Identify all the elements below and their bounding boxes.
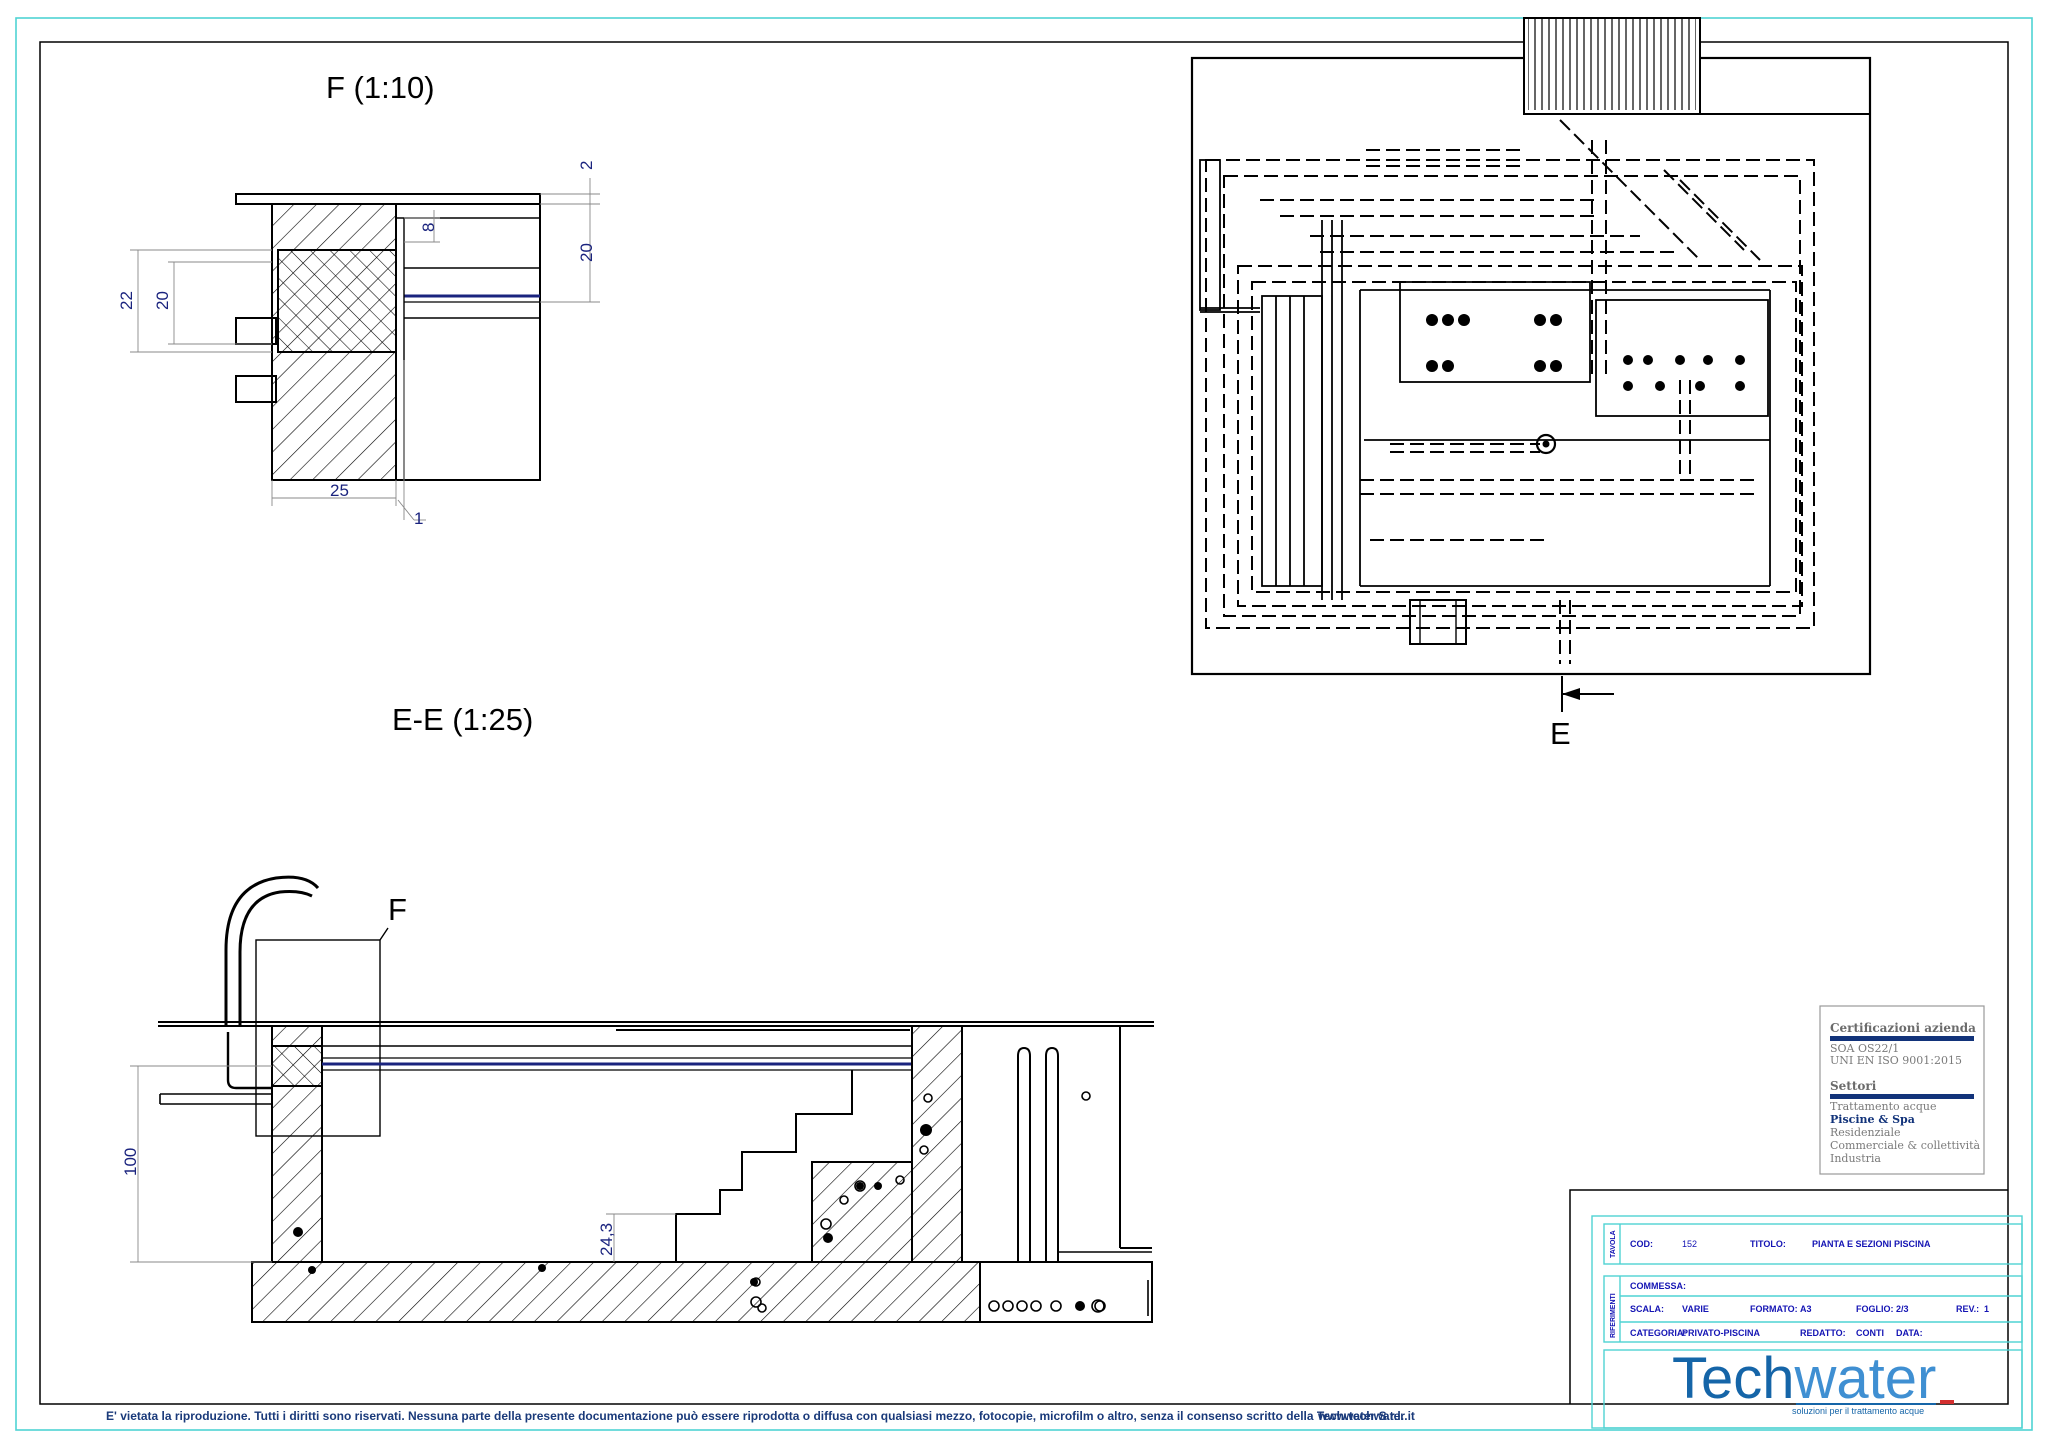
cert-item-soa: SOA OS22/1	[1830, 1042, 1899, 1055]
brand-logo: Techwater	[1672, 1346, 1936, 1411]
detail-f-view: F (1:10)	[117, 70, 600, 528]
tb-scala-value: VARIE	[1682, 1304, 1709, 1314]
section-marker-e: E	[1550, 716, 1571, 751]
sectors-heading: Settori	[1830, 1079, 1877, 1093]
tb-categoria-label: CATEGORIA:	[1630, 1328, 1686, 1338]
detail-f-callout: F	[388, 892, 407, 927]
tb-data-label: DATA:	[1896, 1328, 1923, 1338]
cert-item-iso: UNI EN ISO 9001:2015	[1830, 1054, 1962, 1067]
plan-view	[1190, 17, 1872, 712]
tb-side-top: TAVOLA	[1610, 1230, 1617, 1258]
tb-cod-label: COD:	[1630, 1239, 1653, 1249]
detail-f-title: F (1:10)	[326, 70, 435, 105]
sector-item-highlight: Piscine & Spa	[1830, 1113, 1915, 1126]
footer-notice: E' vietata la riproduzione. Tutti i diri…	[106, 1409, 1404, 1423]
tb-commessa-label: COMMESSA:	[1630, 1281, 1686, 1291]
dim-25: 25	[330, 481, 349, 500]
sector-item: Industria	[1830, 1152, 1881, 1165]
tb-formato-value: A3	[1800, 1304, 1812, 1314]
tb-cod-value: 152	[1682, 1239, 1697, 1249]
certifications-box: Certificazioni azienda SOA OS22/1 UNI EN…	[1819, 1005, 1985, 1175]
dim-100: 100	[121, 1148, 140, 1176]
dim-20-right: 20	[577, 243, 596, 262]
tb-foglio-value: 2/3	[1896, 1304, 1909, 1314]
section-ee-view: E-E (1:25) F	[121, 702, 1154, 1323]
tb-redatto-value: CONTI	[1856, 1328, 1884, 1338]
tb-rev-value: 1	[1984, 1304, 1989, 1314]
inner-frame	[39, 41, 2009, 1405]
cert-heading: Certificazioni azienda	[1830, 1021, 1976, 1035]
tb-titolo-label: TITOLO:	[1750, 1239, 1786, 1249]
sector-item: Commerciale & collettività	[1830, 1139, 1981, 1152]
tb-titolo-value: PIANTA E SEZIONI PISCINA	[1812, 1239, 1931, 1249]
sector-item: Residenziale	[1830, 1126, 1901, 1139]
outer-frame	[15, 17, 2033, 1431]
tb-rev-label: REV.:	[1956, 1304, 1979, 1314]
tb-scala-label: SCALA:	[1630, 1304, 1664, 1314]
tb-formato-label: FORMATO:	[1750, 1304, 1798, 1314]
brand-slogan: soluzioni per il trattamento acque	[1792, 1406, 1924, 1416]
tb-redatto-label: REDATTO:	[1800, 1328, 1846, 1338]
section-ee-title: E-E (1:25)	[392, 702, 533, 737]
sector-item: Trattamento acque	[1830, 1100, 1936, 1113]
tb-foglio-label: FOGLIO:	[1856, 1304, 1894, 1314]
dim-8: 8	[419, 223, 438, 232]
footer-website[interactable]: www.techwater.it	[1317, 1409, 1415, 1423]
tb-side-bottom: RIFERIMENTI	[1610, 1293, 1617, 1338]
title-block: TAVOLA RIFERIMENTI COD: 152 TITOLO: PIAN…	[1569, 1189, 2023, 1429]
tb-categoria-value: PRIVATO-PISCINA	[1682, 1328, 1761, 1338]
dim-2: 2	[577, 161, 596, 170]
dim-1: 1	[414, 509, 423, 528]
dim-24-3: 24,3	[597, 1223, 616, 1256]
dim-20-left: 20	[153, 291, 172, 310]
dim-22: 22	[117, 291, 136, 310]
